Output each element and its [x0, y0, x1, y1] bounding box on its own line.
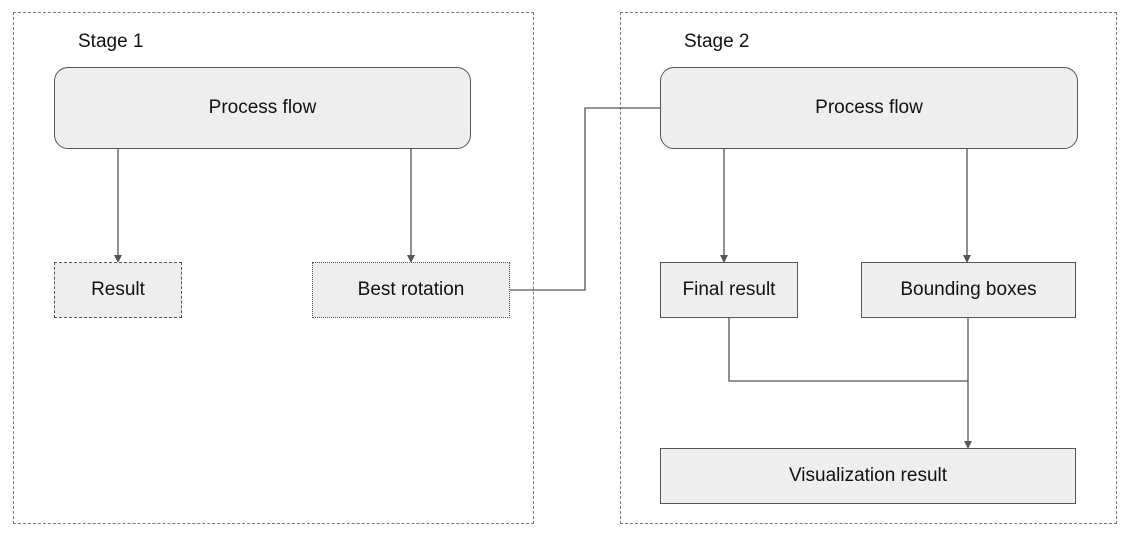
- edge-best-rotation-to-s2-process: [510, 107, 660, 291]
- stage-2-container: [620, 12, 1117, 524]
- stage-2-final-result-node: Final result: [660, 262, 798, 318]
- stage-1-best-rotation-node: Best rotation: [312, 262, 510, 318]
- stage-1-process-flow-node: Process flow: [54, 67, 471, 149]
- stage-2-visualization-result-node: Visualization result: [660, 448, 1076, 504]
- stage-1-result-node: Result: [54, 262, 182, 318]
- stage-2-process-flow-node: Process flow: [660, 67, 1078, 149]
- stage-2-bounding-boxes-node: Bounding boxes: [861, 262, 1076, 318]
- edge-final-result-merge: [728, 318, 968, 382]
- stage-1-title: Stage 1: [78, 31, 144, 52]
- stage-1-container: [13, 12, 534, 524]
- stage-2-title: Stage 2: [684, 31, 750, 52]
